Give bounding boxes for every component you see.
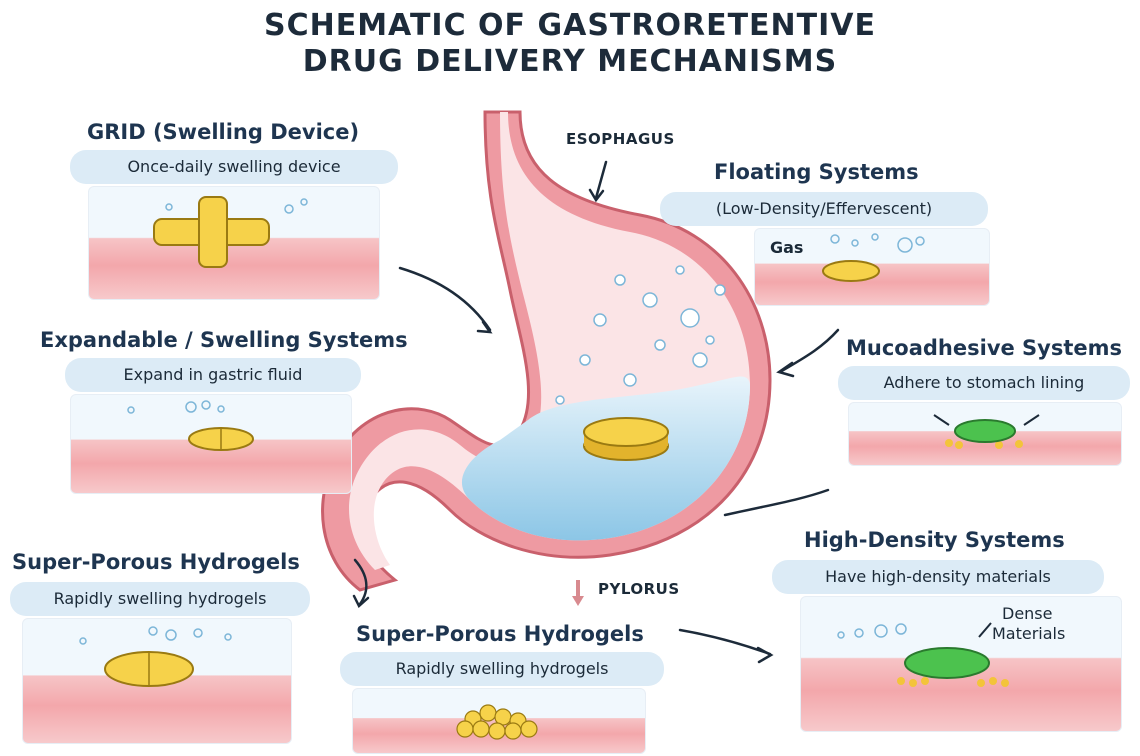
arrow-superporous-center-head xyxy=(758,648,771,662)
swollen-hydrogel xyxy=(457,705,537,739)
arrow-superporous-center xyxy=(680,630,770,654)
pylorus-label: PYLORUS xyxy=(598,580,680,598)
high-density-description: Have high-density materials xyxy=(772,560,1104,594)
dense-label-line-1: Dense xyxy=(1002,604,1052,623)
line-highdensity xyxy=(725,490,828,515)
mucoadhesive-tablet xyxy=(955,420,1015,442)
grid-description: Once-daily swelling device xyxy=(70,150,398,184)
expandable-description: Expand in gastric fluid xyxy=(65,358,361,392)
esophagus-label: ESOPHAGUS xyxy=(566,130,675,148)
gas-label: Gas xyxy=(770,238,803,257)
arrow-grid xyxy=(400,268,490,330)
grid-heading: GRID (Swelling Device) xyxy=(87,120,359,144)
superporous-left-description: Rapidly swelling hydrogels xyxy=(10,582,310,616)
mucoadhesive-panel xyxy=(848,402,1122,466)
superporous-center-panel xyxy=(352,688,646,754)
dense-label-line-2: Materials xyxy=(992,624,1065,643)
expandable-panel xyxy=(70,394,352,494)
superporous-center-heading: Super-Porous Hydrogels xyxy=(356,622,644,646)
superporous-left-heading: Super-Porous Hydrogels xyxy=(12,550,300,574)
floating-description: (Low-Density/Effervescent) xyxy=(660,192,988,226)
expandable-heading: Expandable / Swelling Systems xyxy=(40,328,408,352)
high-density-heading: High-Density Systems xyxy=(804,528,1065,552)
superporous-center-description: Rapidly swelling hydrogels xyxy=(340,652,664,686)
floating-tablet xyxy=(823,261,879,281)
high-density-panel xyxy=(800,596,1122,732)
floating-heading: Floating Systems xyxy=(714,160,919,184)
high-density-tablet xyxy=(905,648,989,678)
stomach-tablet xyxy=(584,418,668,460)
mucoadhesive-heading: Mucoadhesive Systems xyxy=(846,336,1122,360)
grid-panel xyxy=(88,186,380,300)
superporous-left-panel xyxy=(22,618,292,744)
mucoadhesive-description: Adhere to stomach lining xyxy=(838,366,1130,400)
